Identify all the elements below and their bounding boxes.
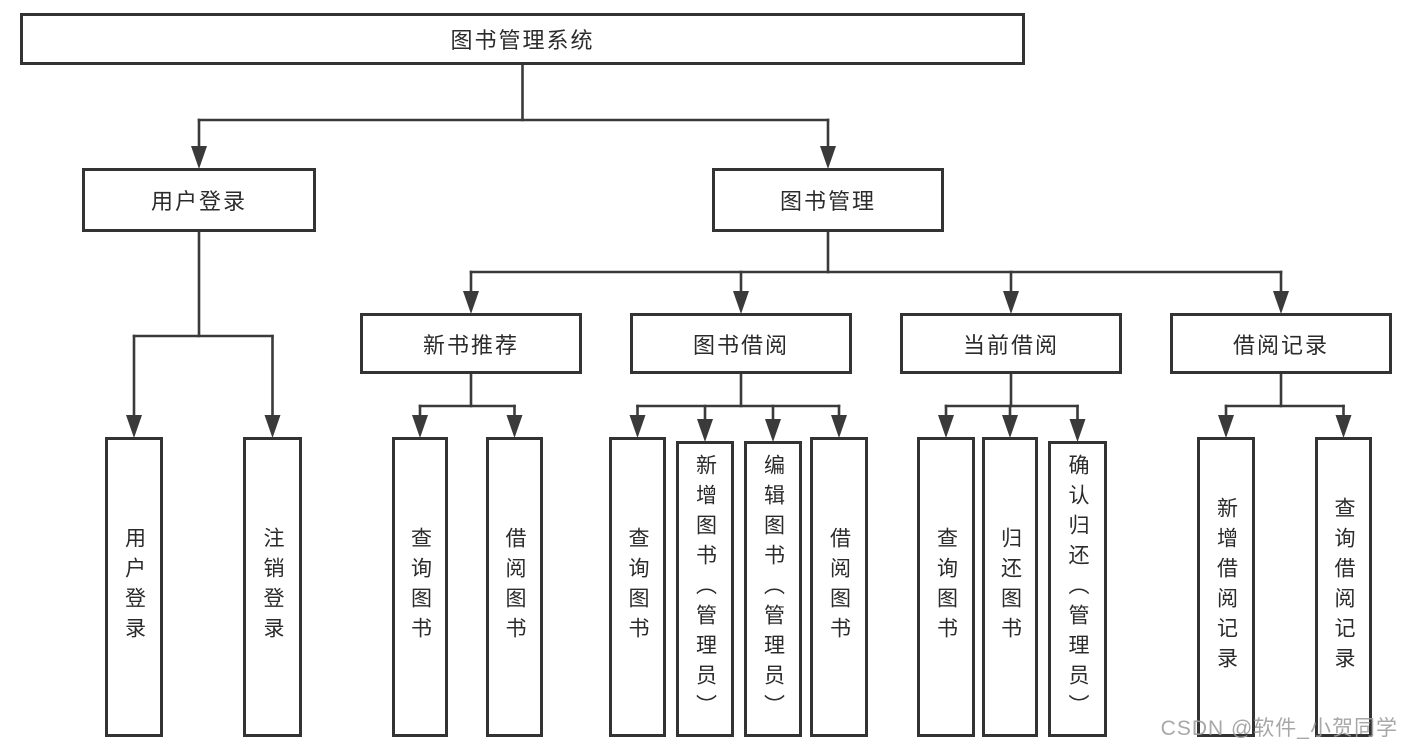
- diagram-node-label-root: 图书管理系统: [450, 28, 595, 53]
- arrowhead: [463, 291, 479, 314]
- diagram-node-label-br-add-record: 新增借阅记录: [1214, 497, 1238, 677]
- diagram-node-label-cb-query-book: 查询图书: [934, 527, 958, 647]
- arrowhead: [820, 146, 836, 169]
- arrowhead: [506, 415, 523, 438]
- arrowhead: [1003, 291, 1019, 314]
- arrowhead: [629, 415, 646, 438]
- diagram-node-label-book-mgmt: 图书管理: [779, 189, 876, 214]
- diagram-node-br-add-record: 新增借阅记录: [1197, 437, 1255, 737]
- arrowhead: [412, 415, 428, 438]
- diagram-node-user-login: 用户登录: [82, 168, 316, 232]
- arrowhead: [126, 415, 142, 438]
- arrowhead: [1002, 415, 1018, 438]
- diagram-node-label-cb-return-book: 归还图书: [998, 527, 1022, 647]
- diagram-node-bb-borrow-book: 借阅图书: [810, 437, 868, 737]
- diagram-node-label-bb-borrow-book: 借阅图书: [827, 527, 851, 647]
- diagram-node-book-borrow: 图书借阅: [630, 313, 852, 374]
- arrowhead: [697, 419, 713, 442]
- arrowhead: [1069, 419, 1086, 442]
- diagram-node-label-leaf-user-login: 用户登录: [122, 527, 146, 647]
- diagram-node-label-bb-query-book: 查询图书: [626, 527, 649, 647]
- diagram-node-label-borrow-records: 借阅记录: [1232, 332, 1329, 358]
- arrowhead: [1218, 415, 1234, 438]
- diagram-node-rec-borrow-book: 借阅图书: [486, 437, 543, 737]
- arrowhead: [831, 415, 847, 438]
- diagram-node-bb-query-book: 查询图书: [609, 437, 666, 737]
- diagram-node-label-user-login: 用户登录: [150, 189, 247, 214]
- diagram-node-cb-return-book: 归还图书: [982, 437, 1038, 737]
- diagram-node-leaf-user-login: 用户登录: [105, 437, 163, 737]
- diagram-node-label-new-book-rec: 新书推荐: [422, 332, 519, 358]
- diagram-node-label-br-query-record: 查询借阅记录: [1332, 497, 1355, 677]
- diagram-node-label-current-borrow: 当前借阅: [962, 332, 1059, 358]
- diagram-node-current-borrow: 当前借阅: [900, 313, 1122, 374]
- diagram-node-rec-query-book: 查询图书: [392, 437, 448, 737]
- diagram-node-new-book-rec: 新书推荐: [360, 313, 582, 374]
- diagram-node-label-bb-add-book: 新增图书（管理员）: [693, 454, 717, 724]
- watermark: CSDN @软件_小贺同学: [1160, 717, 1398, 740]
- arrowhead: [264, 415, 281, 438]
- diagram-node-borrow-records: 借阅记录: [1170, 313, 1392, 374]
- arrowhead: [1335, 415, 1352, 438]
- diagram-node-cb-query-book: 查询图书: [917, 437, 975, 737]
- diagram-node-book-mgmt: 图书管理: [712, 168, 944, 232]
- diagram-node-label-rec-borrow-book: 借阅图书: [503, 527, 526, 647]
- arrowhead: [938, 415, 954, 438]
- diagram-node-label-rec-query-book: 查询图书: [408, 527, 432, 647]
- diagram-node-leaf-logout: 注销登录: [243, 437, 302, 737]
- diagram-node-label-cb-confirm: 确认归还（管理员）: [1066, 454, 1089, 724]
- diagram-node-bb-edit-book: 编辑图书（管理员）: [744, 441, 802, 737]
- diagram-node-root: 图书管理系统: [20, 13, 1025, 65]
- arrowhead: [765, 419, 781, 442]
- arrowhead: [1273, 291, 1289, 314]
- diagram-node-label-book-borrow: 图书借阅: [692, 332, 789, 358]
- arrowhead: [191, 146, 207, 169]
- arrowhead: [733, 291, 749, 314]
- diagram-node-label-bb-edit-book: 编辑图书（管理员）: [761, 454, 785, 724]
- diagram-node-bb-add-book: 新增图书（管理员）: [676, 441, 734, 737]
- diagram-node-cb-confirm: 确认归还（管理员）: [1048, 441, 1107, 737]
- diagram-node-br-query-record: 查询借阅记录: [1315, 437, 1372, 737]
- diagram-node-label-leaf-logout: 注销登录: [261, 527, 284, 647]
